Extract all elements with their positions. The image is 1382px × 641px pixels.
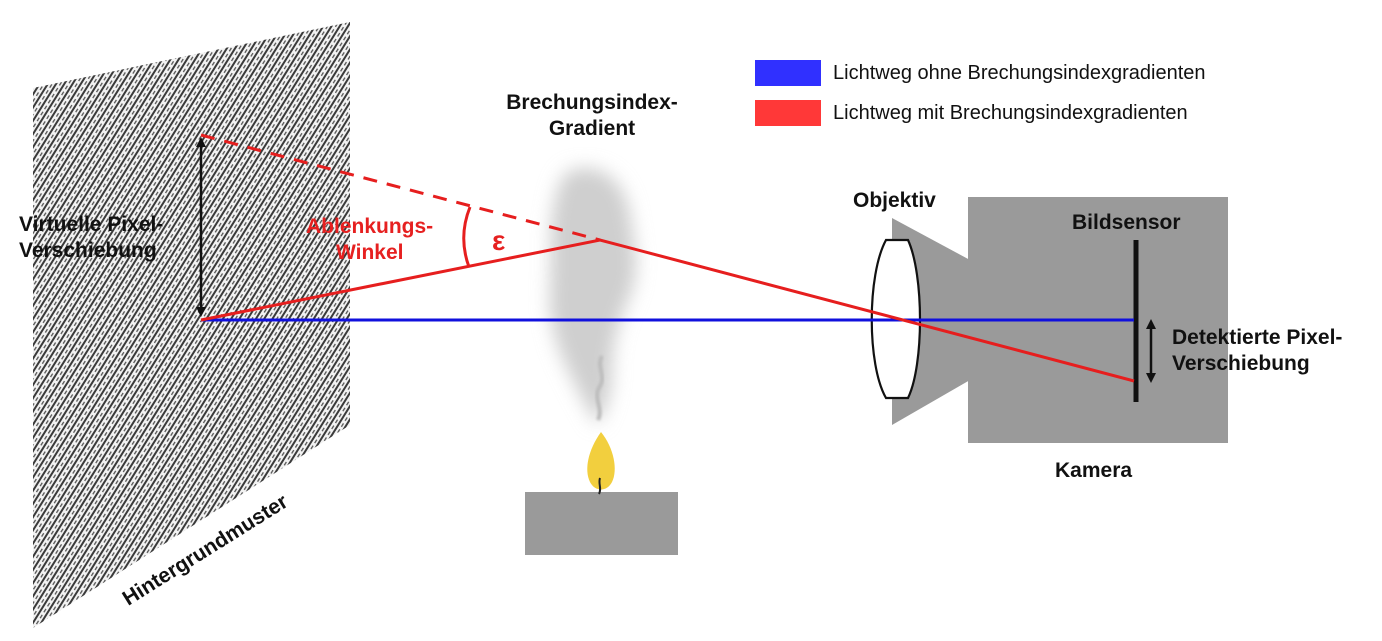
legend-item-undeflected: Lichtweg ohne Brechungsindexgradienten <box>755 60 1206 86</box>
gradient-label-line1: Brechungsindex- <box>506 91 678 114</box>
camera-label: Kamera <box>1055 459 1133 482</box>
candle-flame <box>587 432 615 490</box>
deflection-angle-label-line2: Winkel <box>336 241 404 264</box>
refractive-gradient-smoke <box>549 168 636 425</box>
objective-label: Objektiv <box>853 189 936 212</box>
legend-label-deflected: Lichtweg mit Brechungsindexgradienten <box>833 101 1188 124</box>
image-sensor-label: Bildsensor <box>1072 211 1181 234</box>
detected-shift-label-line2: Verschiebung <box>1172 352 1310 375</box>
gradient-label: Brechungsindex- Gradient <box>482 90 702 142</box>
deflection-angle-arc <box>462 206 472 268</box>
legend-swatch-red <box>755 100 821 126</box>
legend-label-undeflected: Lichtweg ohne Brechungsindexgradienten <box>833 61 1206 84</box>
virtual-shift-label-line1: Virtuelle Pixel- <box>19 213 164 236</box>
virtual-shift-label: Virtuelle Pixel- Verschiebung <box>19 212 163 264</box>
deflection-angle-label: Ablenkungs- Winkel <box>306 214 433 266</box>
candle-wick <box>598 477 602 495</box>
gradient-label-line2: Gradient <box>548 117 636 140</box>
detected-shift-label: Detektierte Pixel- Verschiebung <box>1172 325 1342 377</box>
background-pattern-plane <box>33 22 350 628</box>
legend-item-deflected: Lichtweg mit Brechungsindexgradienten <box>755 100 1188 126</box>
legend-swatch-blue <box>755 60 821 86</box>
epsilon-symbol: ε <box>492 225 506 256</box>
smoke-wisp <box>595 354 604 421</box>
deflection-angle-label-line1: Ablenkungs- <box>306 215 434 238</box>
detected-shift-label-line1: Detektierte Pixel- <box>1172 326 1343 349</box>
candle-body <box>525 492 678 555</box>
virtual-shift-label-line2: Verschiebung <box>19 239 157 262</box>
ray-virtual-extension <box>200 133 601 242</box>
